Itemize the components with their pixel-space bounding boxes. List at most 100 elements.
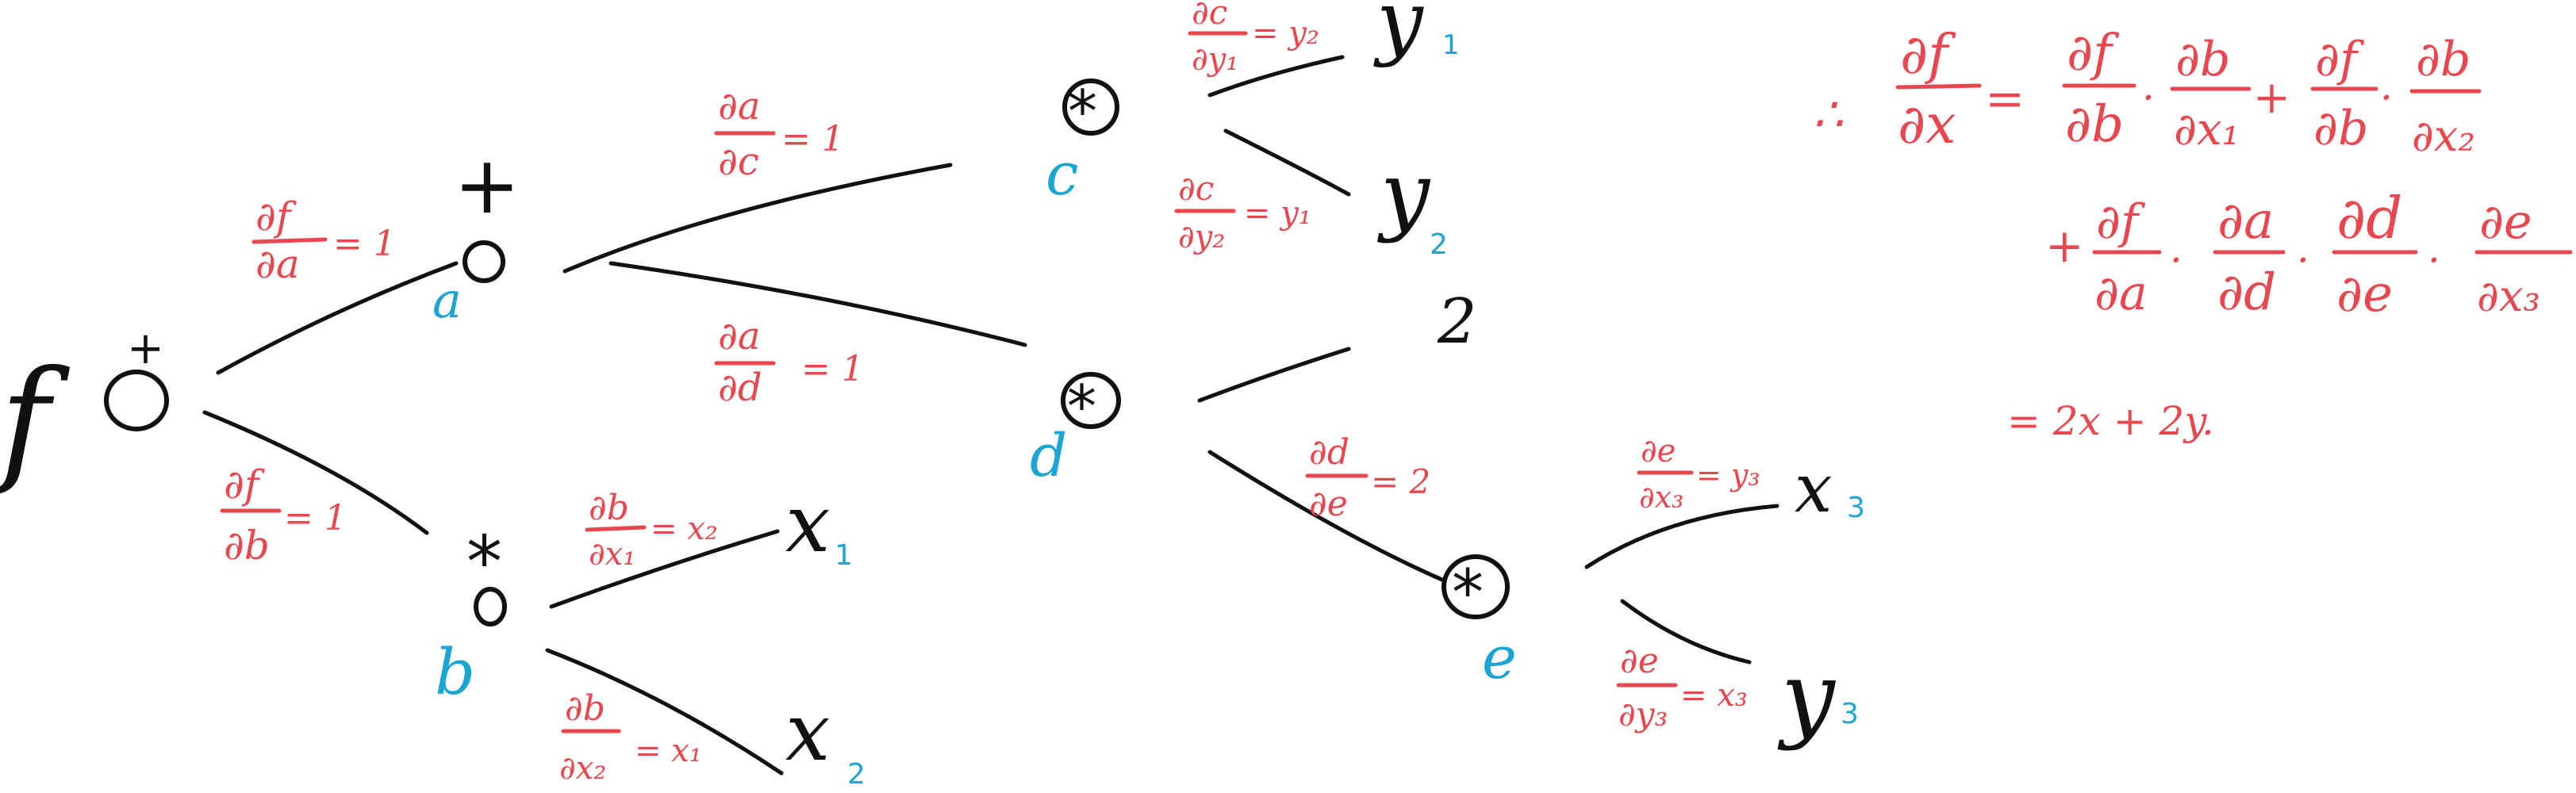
leaf-x3: x 3	[1795, 450, 1865, 527]
deriv-den: ∂b	[224, 523, 270, 569]
node-a: + a	[432, 139, 520, 329]
node-a-circle	[463, 240, 505, 283]
leaf-x3-sub: 3	[1847, 492, 1865, 524]
deriv-de-dy3: ∂e ∂y₃ = x₃	[1616, 641, 1748, 734]
leaf-y3: y 3	[1777, 642, 1859, 753]
leaf-2-var: 2	[1437, 286, 1477, 358]
plus-sign-1: +	[2253, 72, 2290, 124]
edge-b-x2	[545, 648, 784, 776]
deriv-den: ∂e	[1309, 484, 1348, 524]
chain-rule-formula: ∴ ∂f ∂x = ∂f ∂b · ∂b ∂x₁ + ∂f ∂b · ∂b ∂x…	[1813, 24, 2573, 444]
leaf-y1-sub: 1	[1442, 29, 1460, 61]
node-e-op: *	[1452, 556, 1484, 630]
term2-f2-num: ∂b	[2416, 32, 2470, 87]
root-label: f	[0, 342, 71, 499]
node-e-circle	[1442, 554, 1510, 619]
leaf-y1: y 1	[1373, 0, 1460, 69]
deriv-dd-de: ∂d ∂e = 2	[1305, 432, 1430, 524]
term1-f2-den: ∂x₁	[2174, 104, 2240, 155]
fraction-bar	[251, 237, 328, 244]
leaf-y2-sub: 2	[1430, 228, 1448, 261]
deriv-da-dc: ∂a ∂c = 1	[714, 84, 844, 184]
leaf-x2: x 2	[785, 686, 866, 791]
deriv-num: ∂b	[565, 688, 605, 729]
term1-f1-den: ∂b	[2065, 95, 2124, 154]
node-c-label: c	[1046, 140, 1078, 209]
deriv-num: ∂c	[1192, 0, 1227, 32]
node-c: * c	[1046, 78, 1119, 209]
term3-f4-den: ∂x₃	[2477, 271, 2540, 321]
deriv-dc-dy2: ∂c ∂y₂ = y₁	[1174, 169, 1311, 255]
edge-a-d	[608, 261, 1027, 347]
root-circle	[104, 370, 169, 431]
therefore-symbol: ∴	[1813, 87, 1843, 143]
leaf-y1-var: y	[1373, 0, 1424, 69]
graph-edges	[202, 55, 1779, 776]
deriv-num: ∂f	[224, 462, 265, 508]
dot: ·	[2428, 237, 2440, 283]
deriv-rhs: = x₁	[635, 733, 702, 769]
leaf-x2-sub: 2	[847, 758, 866, 791]
edge-d-2	[1197, 347, 1351, 403]
node-d-circle	[1061, 372, 1121, 429]
node-a-label: a	[432, 271, 462, 329]
edge-f-b	[202, 410, 429, 535]
deriv-db-dx1: ∂b ∂x₁ = x₂	[585, 488, 718, 573]
leaf-x3-var: x	[1795, 450, 1832, 527]
term1-f1-num: ∂f	[2067, 24, 2120, 82]
dot: ·	[2170, 237, 2182, 283]
deriv-num: ∂c	[1178, 169, 1214, 208]
plus-sign-2: +	[2045, 219, 2084, 273]
result: = 2x + 2y.	[2007, 398, 2214, 444]
deriv-rhs: = y₃	[1696, 458, 1760, 492]
node-a-op: +	[454, 139, 520, 232]
leaf-y3-sub: 3	[1841, 698, 1859, 730]
leaf-x1-sub: 1	[835, 539, 853, 572]
term3-f3-num: ∂d	[2336, 185, 2402, 251]
leaf-y3-var: y	[1777, 642, 1837, 753]
deriv-rhs: = x₃	[1680, 677, 1748, 714]
deriv-df-db: ∂f ∂b = 1	[220, 462, 347, 569]
deriv-den: ∂d	[718, 366, 762, 410]
deriv-rhs: = 1	[333, 224, 396, 264]
node-c-circle	[1062, 79, 1119, 136]
lhs-den: ∂x	[1898, 94, 1956, 156]
term2-f2-den: ∂x₂	[2412, 111, 2475, 161]
deriv-num: ∂a	[718, 84, 760, 128]
term3-f2-num: ∂a	[2217, 192, 2274, 251]
node-d-op: *	[1067, 373, 1096, 441]
node-b: * b	[435, 521, 507, 709]
deriv-dc-dy1: ∂c ∂y₁ = y₂	[1188, 0, 1319, 78]
edge-d-e	[1207, 450, 1446, 583]
deriv-rhs: = y₂	[1252, 15, 1319, 52]
deriv-num: ∂b	[589, 488, 629, 528]
node-d: * d	[1030, 372, 1121, 490]
term2-f1-den: ∂b	[2313, 101, 2368, 156]
deriv-den: ∂c	[718, 140, 759, 184]
node-c-op: *	[1068, 78, 1097, 146]
edge-e-x3	[1584, 504, 1779, 569]
node-f: f +	[0, 323, 169, 499]
edge-c-y2	[1223, 128, 1351, 197]
deriv-num: ∂d	[1309, 432, 1349, 473]
node-d-label: d	[1030, 422, 1067, 490]
edge-e-y3	[1620, 599, 1752, 665]
deriv-da-dd: ∂a ∂d = 1	[714, 314, 864, 410]
deriv-df-da: ∂f ∂a = 1	[251, 193, 396, 287]
equals-sign: =	[1985, 71, 2025, 127]
fraction-bar	[585, 525, 647, 532]
deriv-num: ∂e	[1641, 433, 1676, 469]
deriv-num: ∂a	[718, 314, 760, 358]
deriv-de-dx3: ∂e ∂x₃ = y₃	[1637, 433, 1760, 515]
fraction-bar	[1895, 83, 1982, 90]
node-b-circle	[474, 587, 507, 626]
node-e-label: e	[1482, 624, 1517, 692]
lhs-num: ∂f	[1900, 24, 1956, 86]
edge-c-y1	[1207, 55, 1345, 98]
leaf-y2-var: y	[1376, 143, 1431, 244]
edge-a-c	[562, 163, 953, 274]
node-b-label: b	[435, 635, 475, 709]
term3-f2-den: ∂d	[2217, 263, 2276, 322]
edge-b-x1	[549, 529, 780, 609]
